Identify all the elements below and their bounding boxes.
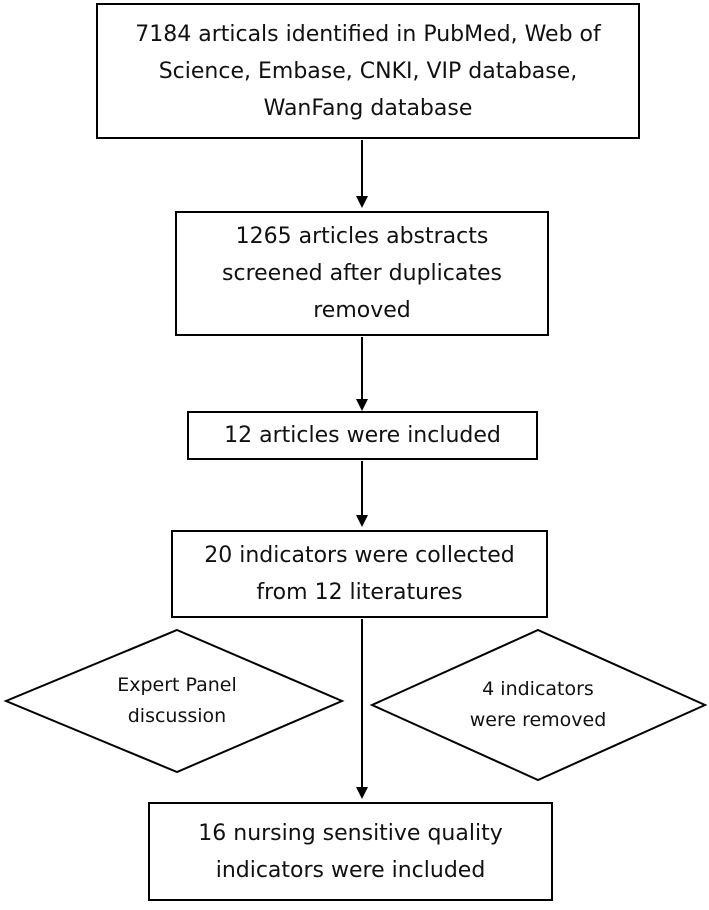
decision-1-line-2: discussion [127, 705, 227, 727]
decision-2-line-1: 4 indicators [482, 678, 594, 700]
decision-diamond-expert-panel [3, 628, 345, 774]
step-3-included-box: 12 articles were included [187, 411, 538, 460]
step-2-line-3: removed [313, 298, 411, 323]
step-2-line-1: 1265 articles abstracts [235, 224, 489, 249]
step-5-line-2: indicators were included [215, 857, 486, 883]
step-4-collected-box: 20 indicators were collected from 12 lit… [171, 530, 548, 618]
decision-expert-panel-label: Expert Panel discussion [57, 668, 297, 734]
step-2-screened-box: 1265 articles abstracts screened after d… [175, 211, 549, 336]
step-4-line-2: from 12 literatures [256, 580, 463, 605]
decision-removed-label: 4 indicators were removed [420, 672, 656, 738]
step-2-line-2: screened after duplicates [222, 261, 502, 286]
step-4-line-1: 20 indicators were collected [204, 543, 515, 568]
decision-2-line-2: were removed [469, 709, 607, 731]
step-1-line-2: Science, Embase, CNKI, VIP database, [158, 58, 578, 84]
decision-1-line-1: Expert Panel [117, 674, 237, 696]
step-1-line-3: WanFang database [263, 95, 473, 121]
decision-diamond-removed [369, 628, 708, 782]
step-3-line-1: 12 articles were included [224, 423, 501, 448]
step-5-final-box: 16 nursing sensitive quality indicators … [148, 802, 553, 901]
step-5-line-1: 16 nursing sensitive quality [198, 820, 503, 846]
step-1-line-1: 7184 articals identified in PubMed, Web … [135, 21, 601, 47]
step-1-identified-box: 7184 articals identified in PubMed, Web … [96, 3, 640, 139]
